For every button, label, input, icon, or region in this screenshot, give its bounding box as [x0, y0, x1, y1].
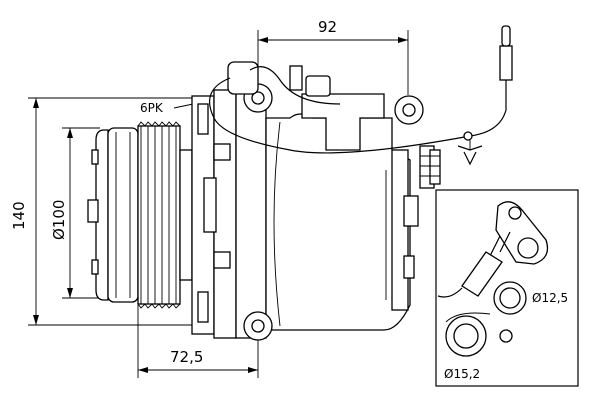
dimension-pulley-diameter: Ø100: [50, 127, 100, 299]
dimension-width: 92: [257, 18, 409, 95]
dimension-height-label: 140: [10, 201, 28, 230]
dimension-height: 140: [10, 97, 245, 326]
front-housing: [191, 89, 267, 339]
mounting-lugs: [243, 83, 424, 341]
dimension-pulley-diameter-label: Ø100: [50, 200, 68, 240]
wiring-harness: [209, 25, 513, 166]
detail-inset: [435, 189, 579, 387]
side-valve: [419, 145, 441, 189]
pulley-grooves: [137, 121, 181, 309]
small-port-label: Ø12,5: [532, 291, 568, 305]
large-port-inner: [453, 323, 479, 349]
belt-label: 6PK: [140, 101, 164, 115]
top-port-block: [227, 61, 385, 151]
compressor-body: [265, 113, 419, 331]
large-port-label: Ø15,2: [444, 367, 480, 381]
dimension-width-label: 92: [318, 18, 337, 36]
dimension-depth: 72,5: [137, 305, 259, 378]
pulley: [87, 121, 193, 309]
small-port-inner: [499, 287, 521, 309]
dimension-depth-label: 72,5: [170, 348, 203, 366]
